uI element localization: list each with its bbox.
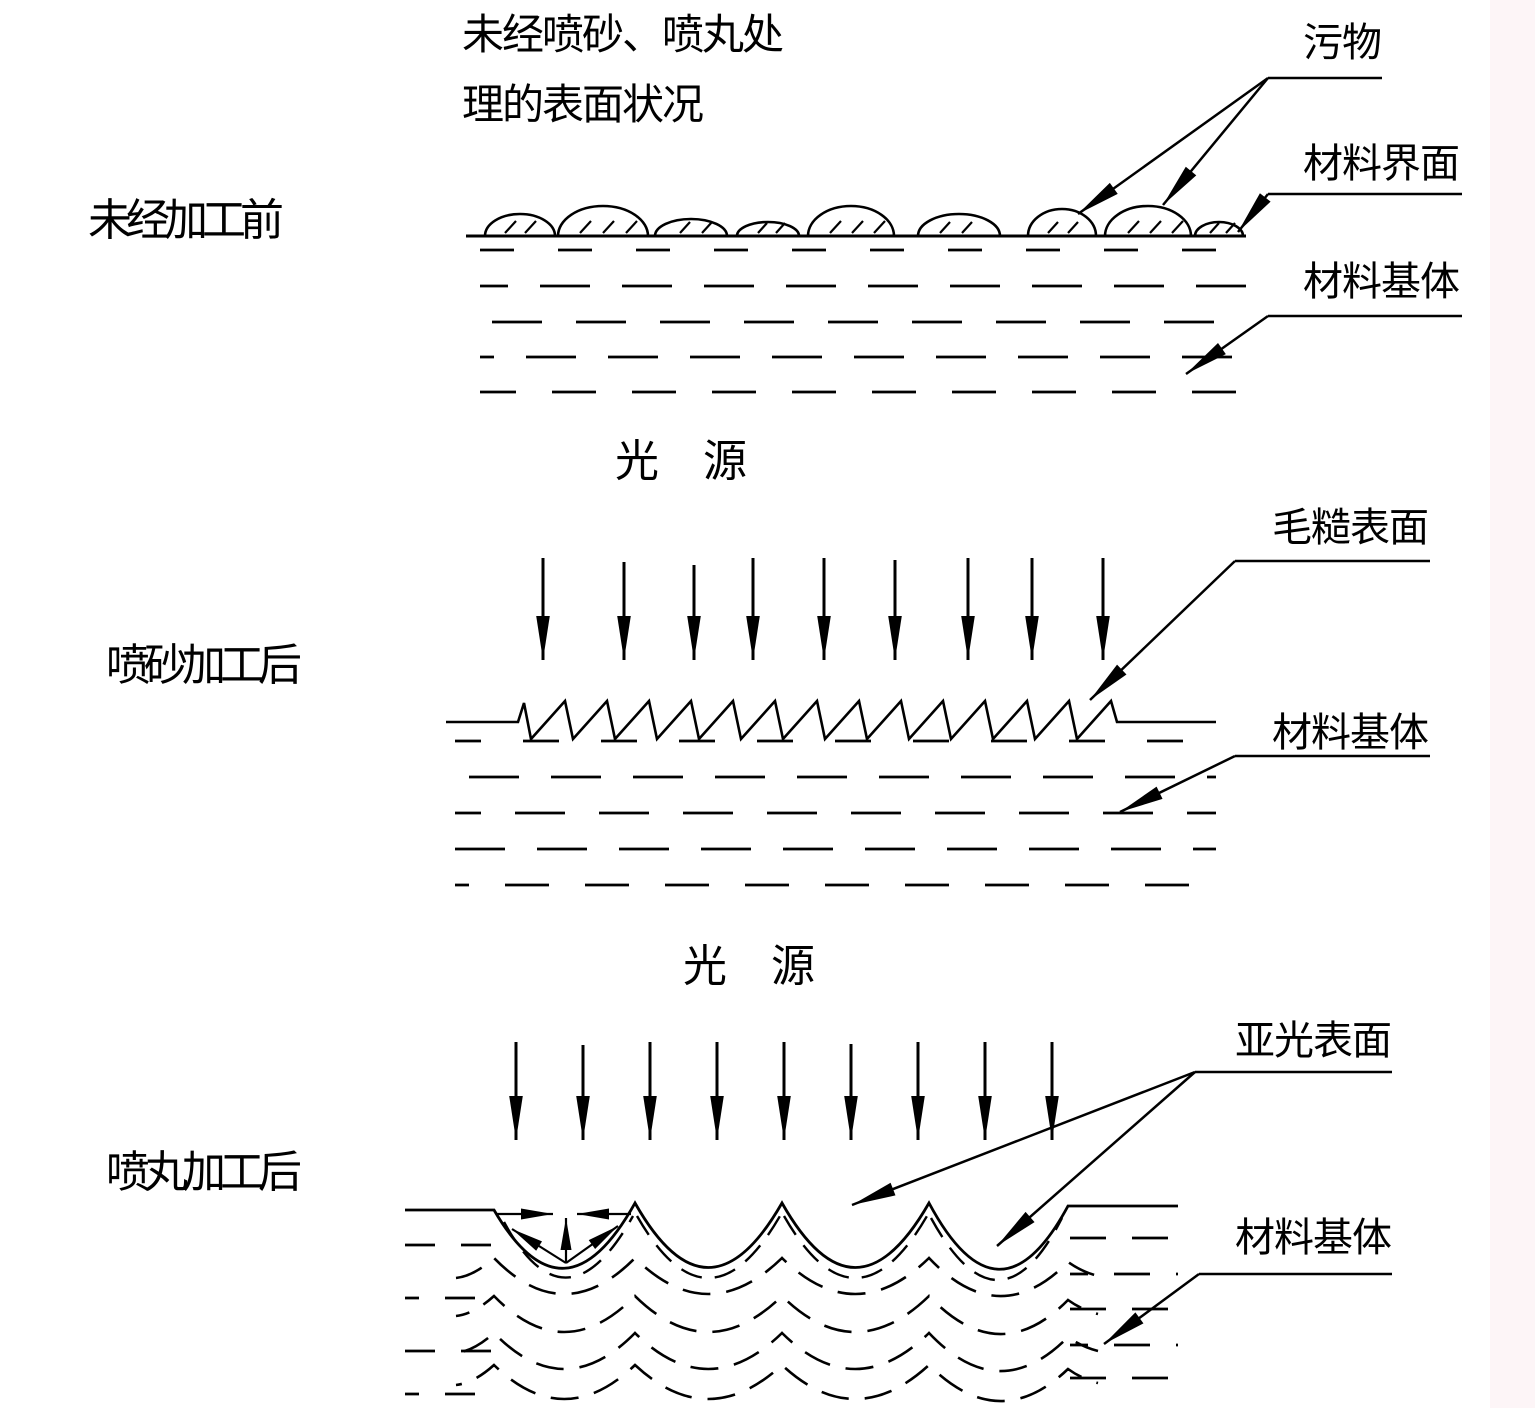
row-label-before: 未经加工前: [88, 196, 284, 245]
callout-underlines-bottom: [1195, 1070, 1392, 1276]
dirt-arrow-1: [1077, 76, 1269, 216]
section-before-treatment: [466, 76, 1462, 394]
header-line2: 理的表面状况: [462, 83, 704, 129]
light-source-label-2: 光 源: [683, 942, 815, 991]
scan-edge-tint: [1490, 0, 1535, 1408]
light-rays-middle: [536, 558, 1110, 660]
interface-arrow: [1237, 193, 1271, 233]
substrate-arrow-bottom: [1103, 1272, 1200, 1346]
substrate-dashes-top: [480, 248, 1248, 394]
matte-surface-arrow-2: [996, 1071, 1196, 1247]
substrate-dashes-middle: [455, 739, 1216, 887]
rough-surface-arrow: [1089, 560, 1236, 701]
callout-matte-surface: 亚光表面: [1235, 1018, 1392, 1063]
leader-arrows-middle: [1089, 560, 1236, 814]
substrate-dashes-bottom-right: [1070, 1236, 1178, 1380]
substrate-dashes-bottom-left: [405, 1243, 492, 1396]
callout-underlines-top: [1268, 76, 1462, 318]
substrate-waves: [455, 1256, 1099, 1403]
section-sandblasted: [446, 558, 1430, 887]
rough-surface-profile: [446, 698, 1216, 742]
dirt-arrow-2: [1162, 77, 1269, 206]
callout-substrate-top: 材料基体: [1303, 259, 1460, 304]
callout-rough-surface: 毛糙表面: [1272, 505, 1429, 550]
light-source-label-1: 光 源: [615, 437, 747, 486]
section-shot-peened: [405, 1042, 1392, 1403]
diffuse-reflection-arrows: [497, 1208, 631, 1264]
matte-surface-profile: [405, 1200, 1178, 1271]
matte-surface-arrow-1: [851, 1070, 1196, 1207]
substrate-arrow-middle: [1119, 754, 1236, 814]
light-rays-bottom: [509, 1042, 1059, 1140]
callout-substrate-bottom: 材料基体: [1235, 1215, 1392, 1260]
header-line1: 未经喷砂、喷丸处: [462, 13, 784, 59]
bump-hatching: [504, 220, 1236, 234]
substrate-arrow-top: [1185, 314, 1269, 376]
callout-dirt: 污物: [1303, 20, 1382, 65]
callout-material-interface: 材料界面: [1303, 141, 1460, 186]
callout-substrate-middle: 材料基体: [1272, 710, 1429, 755]
leader-arrows-top: [1077, 76, 1271, 376]
row-label-shot-peened: 喷丸加工后: [106, 1148, 302, 1197]
callout-underlines-middle: [1235, 559, 1430, 758]
row-label-sandblasted: 喷砂加工后: [106, 641, 302, 690]
leader-arrows-bottom: [851, 1070, 1200, 1346]
